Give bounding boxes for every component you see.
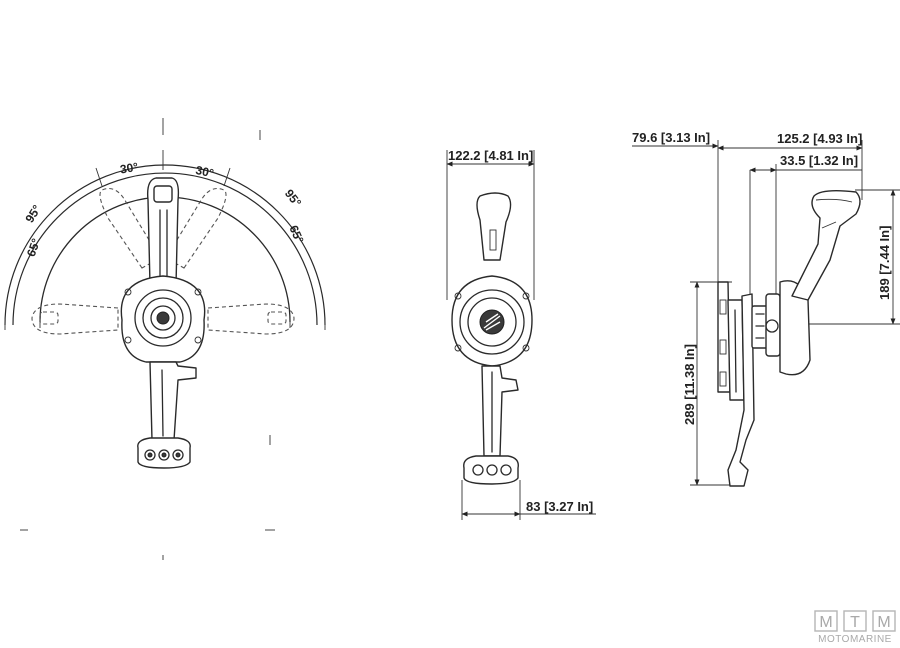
front-housing — [120, 275, 206, 363]
side-mounting-arm — [463, 365, 519, 485]
front-lever — [146, 177, 180, 286]
logo-letter-2: T — [850, 614, 860, 631]
logo-letter-1: M — [819, 614, 832, 631]
angle-label-outer-left: 95° — [22, 202, 44, 225]
angle-label-outer-right: 95° — [282, 187, 304, 210]
logo-letter-3: M — [877, 614, 890, 631]
side-base-label: 83 [3.27 In] — [526, 499, 593, 514]
profile-mounting-plate — [717, 281, 755, 487]
profile-body-height-label: 289 [11.38 In] — [682, 344, 697, 425]
side-width-label: 122.2 [4.81 In] — [448, 148, 533, 163]
profile-view: 79.6 [3.13 In] 125.2 [4.93 In] 33.5 [1.3… — [632, 130, 900, 487]
profile-left-offset-label: 79.6 [3.13 In] — [632, 130, 710, 145]
side-housing — [451, 275, 533, 367]
profile-handle-height-label: 189 [7.44 In] — [877, 226, 892, 300]
angle-label-upper-left: 30° — [119, 160, 139, 177]
motomarine-logo: M T M MOTOMARINE — [814, 610, 896, 644]
profile-lever — [791, 189, 861, 301]
side-view: 122.2 [4.81 In] — [446, 148, 596, 520]
side-lever — [476, 192, 512, 261]
angle-label-inner-left: 65° — [24, 236, 43, 258]
profile-inner-offset-label: 33.5 [1.32 In] — [780, 153, 858, 168]
logo-wordmark: MOTOMARINE — [818, 634, 892, 644]
front-mounting-arm — [137, 361, 197, 469]
angle-label-upper-right: 30° — [194, 163, 215, 181]
lever-ghost-positions — [31, 187, 295, 335]
angle-label-inner-right: 65° — [286, 223, 306, 245]
profile-housing — [751, 280, 811, 376]
profile-top-width-label: 125.2 [4.93 In] — [777, 131, 862, 146]
front-view: 30° 30° 95° 95° 65° 65° — [4, 118, 326, 560]
